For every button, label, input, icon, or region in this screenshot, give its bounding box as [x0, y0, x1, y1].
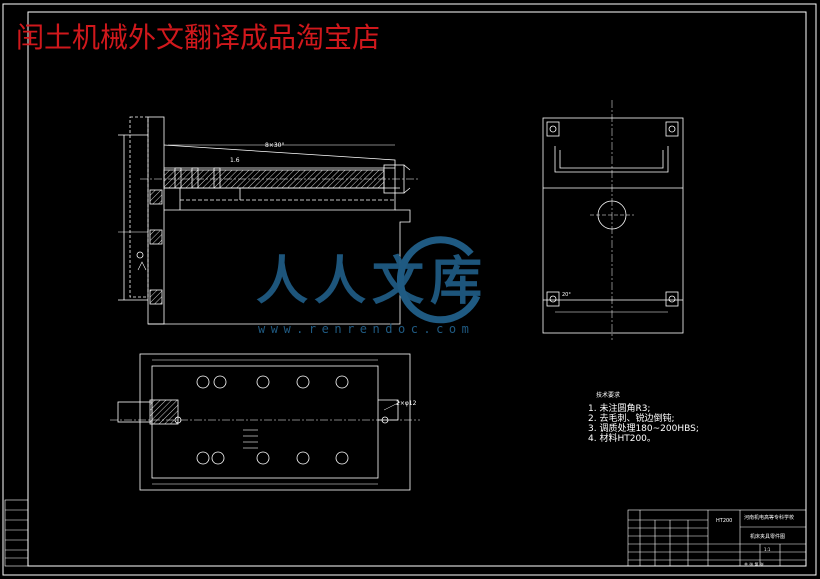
title-block-scale: 1:1 [764, 547, 771, 552]
chamfer-annotation: 8×30° [265, 142, 284, 149]
front-view [118, 116, 420, 325]
tech-requirement-item: 4. 材料HT200。 [588, 434, 656, 444]
tech-requirement-item: 3. 调质处理180~200HBS; [588, 424, 699, 434]
title-block-school: 河南机电高等专科学校 [744, 515, 795, 521]
watermark-url: www.renrendoc.com [258, 322, 475, 336]
title-block-material: HT200 [716, 518, 733, 524]
hole-spec-annotation: 2×φ12 [396, 400, 417, 407]
tech-requirement-item: 1. 未注圆角R3; [588, 404, 651, 414]
roughness-annotation: 1.6 [230, 157, 240, 164]
watermark-circle-logo [396, 236, 481, 324]
inner-border [27, 11, 807, 567]
watermark-logo-text: 人人文库 [256, 251, 489, 312]
title-block-part-name: 机床夹具零件图 [750, 534, 786, 540]
tech-requirements-title: 技术要求 [596, 392, 621, 399]
title-block-sheet: 共 张 第 张 [744, 562, 764, 567]
shop-title: 闰土机械外文翻译成品淘宝店 [16, 21, 381, 54]
angle-annotation: 20° [562, 292, 571, 298]
title-block [627, 509, 807, 567]
side-view [542, 100, 684, 340]
tech-requirement-item: 2. 去毛刺、锐边倒钝; [588, 414, 675, 424]
binding-margin-table [4, 499, 29, 567]
outer-border [2, 3, 817, 576]
tech-requirements-list: 1. 未注圆角R3; 2. 去毛刺、锐边倒钝; 3. 调质处理180~200HB… [588, 404, 699, 444]
top-view [110, 353, 420, 491]
